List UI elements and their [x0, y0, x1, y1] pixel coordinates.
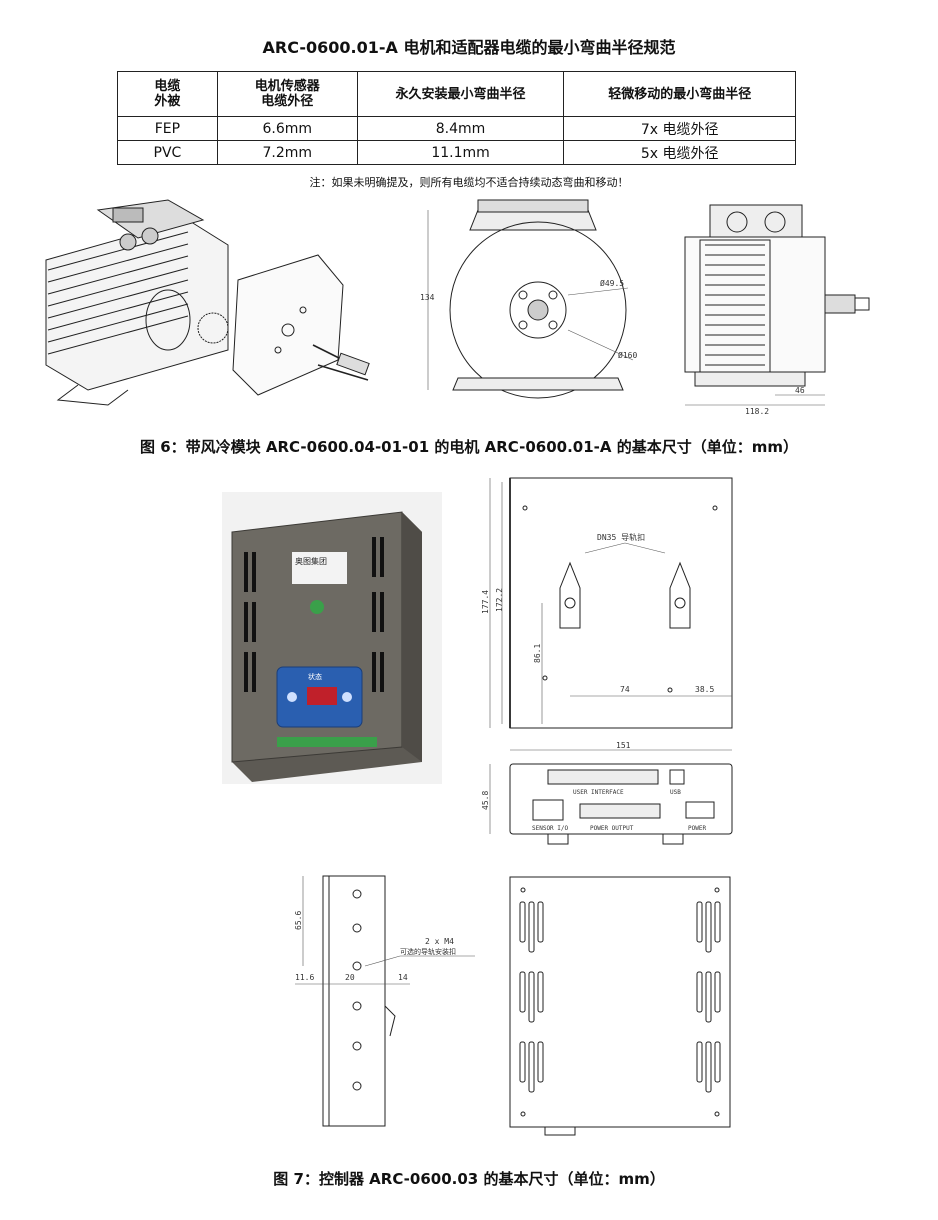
cell-jacket: PVC [117, 140, 218, 165]
dim-bottom-width: 151 [616, 741, 631, 750]
cell-moving: 5x 电缆外径 [563, 140, 796, 165]
dim-side-c: 14 [398, 973, 408, 982]
dim-side-b: 20 [345, 973, 355, 982]
header-outer-diameter: 电机传感器 电缆外径 [216, 71, 358, 117]
dim-rail-offset: 38.5 [695, 685, 714, 694]
photo-display-label: 状态 [308, 673, 322, 681]
controller-render [231, 511, 422, 782]
photo-brand-label: 奥图集团 [295, 557, 327, 566]
controller-photo: 奥图集团 状态 [222, 492, 442, 784]
rail-mount-note: 可选的导轨安装扣 [400, 947, 456, 956]
dim-motor-height: 134 [420, 293, 435, 302]
dim-body-height: 172.2 [495, 588, 504, 612]
header-cable-jacket: 电缆 外被 [117, 71, 218, 117]
power-output-label: POWER OUTPUT [590, 825, 634, 832]
cell-jacket: FEP [117, 116, 218, 141]
controller-front-dimension-view: 177.4 172.2 86.1 74 38.5 DN35 导轨扣 [481, 477, 733, 729]
cell-permanent: 11.1mm [356, 140, 565, 165]
table-row: FEP 6.6mm 8.4mm 7x 电缆外径 [117, 116, 796, 141]
figure6-caption: 图 6：带风冷模块 ARC-0600.04-01-01 的电机 ARC-0600… [140, 438, 798, 456]
sensor-io-label: SENSOR I/O [532, 825, 569, 832]
motor-exploded-view [45, 199, 370, 406]
dim-rail-height: 86.1 [533, 644, 542, 663]
motor-front-dimension-view: 134 Ø49.5 Ø160 [420, 199, 637, 399]
dim-rail-spacing: 74 [620, 685, 630, 694]
power-label: POWER [688, 825, 706, 832]
dim-side-width-a: 46 [795, 386, 805, 395]
cell-diameter: 6.6mm [216, 116, 358, 141]
rail-clip-label: DN35 导轨扣 [597, 532, 645, 542]
usb-label: USB [670, 789, 681, 796]
controller-bottom-view: 151 45.8 USER INTERFACE USB SENSOR I/O P… [481, 741, 733, 845]
header-permanent-radius: 永久安装最小弯曲半径 [356, 71, 565, 117]
controller-rear-view [509, 876, 731, 1136]
cell-permanent: 8.4mm [356, 116, 565, 141]
dim-bottom-depth: 45.8 [481, 791, 490, 810]
table-row: PVC 7.2mm 11.1mm 5x 电缆外径 [117, 140, 796, 165]
motor-side-dimension-view: 46 118.2 [684, 204, 870, 416]
dim-side-height: 65.6 [294, 911, 303, 930]
table-note: 注：如果未明确提及，则所有电缆均不适合持续动态弯曲和移动！ [309, 176, 629, 189]
table-header-row: 电缆 外被 电机传感器 电缆外径 永久安装最小弯曲半径 轻微移动的最小弯曲半径 [117, 71, 796, 117]
cell-moving: 7x 电缆外径 [563, 116, 796, 141]
figure7-caption: 图 7：控制器 ARC-0600.03 的基本尺寸（单位：mm） [273, 1170, 665, 1188]
screw-spec-label: 2 x M4 [425, 937, 454, 946]
dim-total-height: 177.4 [481, 590, 490, 614]
dim-bolt-circle: Ø49.5 [600, 278, 624, 288]
page-title: ARC-0600.01-A 电机和适配器电缆的最小弯曲半径规范 [262, 38, 676, 57]
dim-side-width-b: 118.2 [745, 407, 769, 416]
bend-radius-table: 电缆 外被 电机传感器 电缆外径 永久安装最小弯曲半径 轻微移动的最小弯曲半径 … [117, 71, 796, 165]
dim-flange-diameter: Ø160 [618, 350, 637, 360]
user-interface-label: USER INTERFACE [573, 789, 624, 796]
cell-diameter: 7.2mm [216, 140, 358, 165]
controller-side-view: 65.6 11.6 20 14 2 x M4 可选的导轨安装扣 [294, 875, 475, 1127]
dim-side-a: 11.6 [295, 973, 314, 982]
header-moving-radius: 轻微移动的最小弯曲半径 [563, 71, 796, 117]
